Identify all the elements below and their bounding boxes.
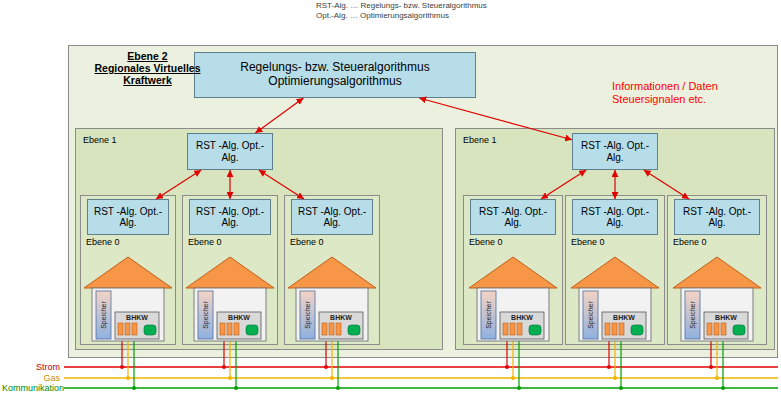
panel-heading: Regionales Virtuelles Kraftwerk [75, 62, 220, 86]
box-text: RST -Alg. Opt.-Alg. [91, 206, 165, 229]
level-1-algorithm-box: RST -Alg. Opt.-Alg. [187, 133, 273, 170]
level-0-algorithm-box: RST -Alg. Opt.-Alg. [470, 199, 556, 235]
storage-label: Speicher [201, 301, 209, 329]
box-text: RST -Alg. Opt.-Alg. [678, 206, 756, 229]
panel-heading: Ebene 0 [290, 237, 360, 247]
box-text: RST -Alg. Opt.-Alg. [295, 206, 369, 229]
wire-label: Strom [2, 362, 60, 372]
panel-heading: Ebene 1 [83, 135, 163, 145]
communication-line [64, 387, 778, 388]
chp-label: BHKW [126, 313, 148, 321]
level-0-algorithm-box: RST -Alg. Opt.-Alg. [189, 199, 271, 235]
level-0-algorithm-box: RST -Alg. Opt.-Alg. [674, 199, 760, 235]
chp-label: BHKW [715, 313, 737, 321]
power-line [64, 366, 778, 367]
chp-label: BHKW [613, 313, 635, 321]
box-text: RST -Alg. Opt.-Alg. [576, 140, 654, 163]
level-0-algorithm-box: RST -Alg. Opt.-Alg. [291, 199, 373, 235]
storage-label: Speicher [303, 301, 311, 329]
level-0-algorithm-box: RST -Alg. Opt.-Alg. [87, 199, 169, 235]
box-text: Regelungs- bzw. Steueralgorithmus Optimi… [198, 61, 472, 89]
storage-label: Speicher [99, 301, 107, 329]
central-algorithm-box: Regelungs- bzw. Steueralgorithmus Optimi… [194, 52, 476, 98]
panel-heading: Ebene 0 [469, 237, 539, 247]
box-text: RST -Alg. Opt.-Alg. [576, 206, 654, 229]
chp-label: BHKW [511, 313, 533, 321]
legend-note: Opt.-Alg. … Optimierungsalgorithmus [316, 11, 449, 20]
storage-label: Speicher [484, 301, 492, 329]
box-text: RST -Alg. Opt.-Alg. [191, 140, 269, 163]
storage-label: Speicher [586, 301, 594, 329]
info-note: Informationen / Daten Steuersignalen etc… [612, 80, 737, 105]
wire-label: Kommunikation [2, 383, 60, 393]
level-0-algorithm-box: RST -Alg. Opt.-Alg. [572, 199, 658, 235]
data-flow-arrow [614, 170, 615, 199]
panel-heading: Ebene 2 [75, 50, 220, 62]
legend-note: RST-Alg. … Regelungs- bzw. Steueralgorit… [316, 1, 487, 10]
gas-line [64, 377, 778, 378]
chp-label: BHKW [330, 313, 352, 321]
panel-heading: Ebene 0 [86, 237, 156, 247]
storage-label: Speicher [688, 301, 696, 329]
level-1-algorithm-box: RST -Alg. Opt.-Alg. [572, 133, 658, 170]
chp-label: BHKW [228, 313, 250, 321]
panel-heading: Ebene 0 [188, 237, 258, 247]
box-text: RST -Alg. Opt.-Alg. [474, 206, 552, 229]
box-text: RST -Alg. Opt.-Alg. [193, 206, 267, 229]
wire-label: Gas [2, 373, 60, 383]
panel-heading: Ebene 0 [673, 237, 743, 247]
panel-heading: Ebene 1 [463, 135, 543, 145]
panel-heading: Ebene 0 [571, 237, 641, 247]
data-flow-arrow [229, 170, 230, 199]
